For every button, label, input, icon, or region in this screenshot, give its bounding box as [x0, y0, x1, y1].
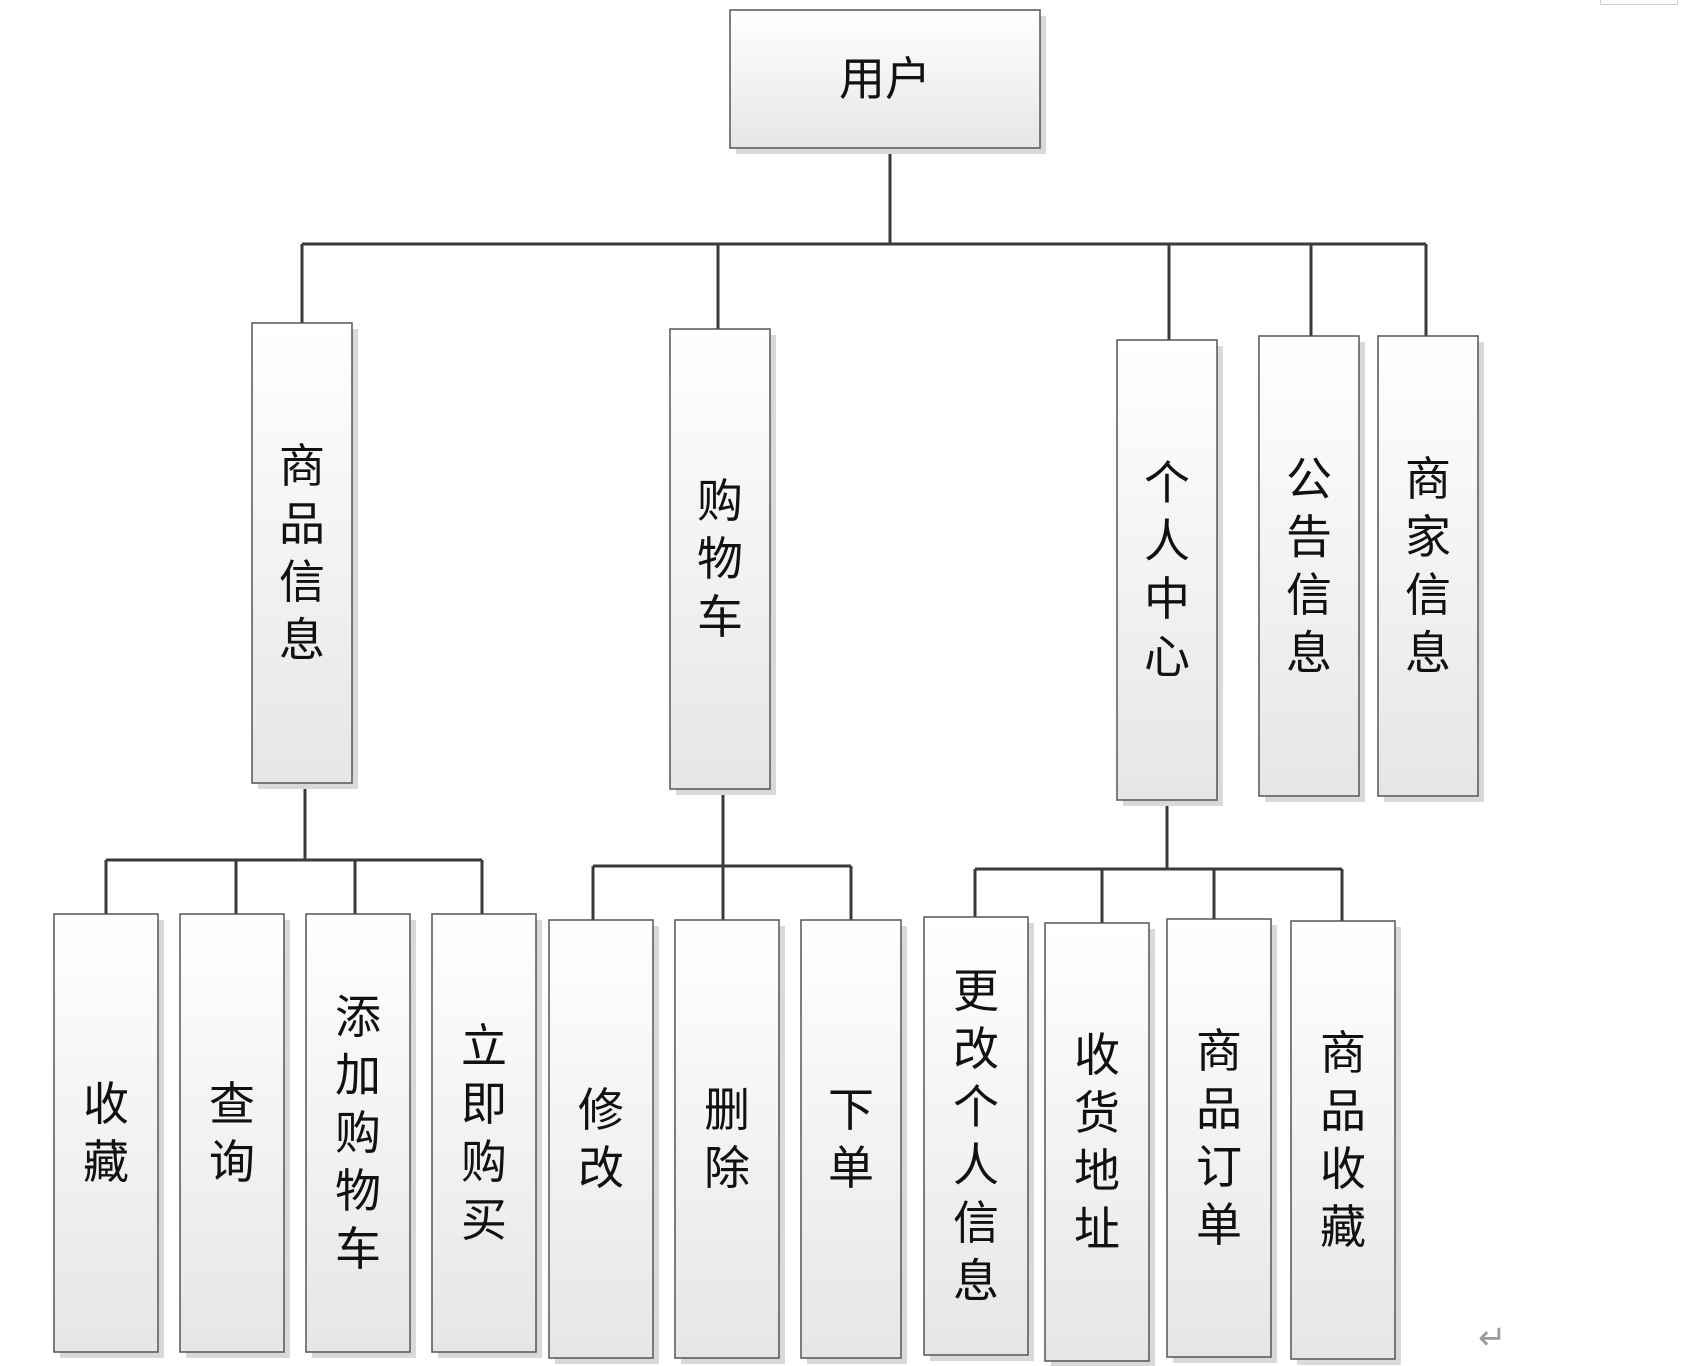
- node-box: [1290, 920, 1396, 1360]
- node-product-orders: 商品订单: [1166, 918, 1277, 1363]
- node-label: 公告信息: [1286, 452, 1332, 680]
- paragraph-return-mark: ↵: [1478, 1318, 1507, 1358]
- node-delete: 删除: [674, 919, 785, 1364]
- node-label: 用户: [839, 52, 931, 106]
- node-label: 删除: [704, 1083, 750, 1195]
- node-box: [53, 913, 159, 1353]
- node-label: 商品信息: [279, 439, 325, 667]
- node-place-order: 下单: [800, 919, 907, 1364]
- node-box: [923, 916, 1029, 1356]
- node-label: 购物车: [697, 474, 743, 644]
- node-label: 立即购买: [461, 1019, 507, 1247]
- node-box: [1044, 922, 1150, 1362]
- connector-lines: [104, 148, 1428, 923]
- node-label: 收藏: [83, 1077, 129, 1189]
- node-box: [729, 9, 1041, 149]
- node-add-to-cart: 添加购物车: [305, 913, 416, 1358]
- node-product-favorites: 商品收藏: [1290, 920, 1401, 1365]
- node-query: 查询: [179, 913, 290, 1358]
- node-label: 添加购物车: [335, 990, 381, 1276]
- node-box: [1166, 918, 1272, 1358]
- node-box: [800, 919, 902, 1359]
- node-box: [1116, 339, 1218, 801]
- node-box: [548, 919, 654, 1359]
- node-user: 用户: [729, 9, 1046, 154]
- node-edit-profile: 更改个人信息: [923, 916, 1034, 1361]
- node-label: 个人中心: [1144, 456, 1190, 684]
- node-box: [251, 322, 353, 784]
- node-box: [1377, 335, 1479, 797]
- node-box: [1258, 335, 1360, 797]
- node-label: 更改个人信息: [953, 964, 999, 1308]
- node-label: 下单: [828, 1083, 874, 1195]
- node-modify: 修改: [548, 919, 659, 1364]
- node-box: [674, 919, 780, 1359]
- node-product-info: 商品信息: [251, 322, 358, 789]
- node-announcements: 公告信息: [1258, 335, 1365, 802]
- node-box: [669, 328, 771, 790]
- node-shipping-address: 收货地址: [1044, 922, 1155, 1366]
- node-label: 商品订单: [1196, 1024, 1242, 1252]
- node-label: 收货地址: [1074, 1028, 1120, 1256]
- node-label: 查询: [209, 1077, 255, 1189]
- node-label: 商家信息: [1405, 452, 1451, 680]
- node-merchant-info: 商家信息: [1377, 335, 1484, 802]
- node-shopping-cart: 购物车: [669, 328, 776, 795]
- node-box: [431, 913, 537, 1353]
- node-box: [305, 913, 411, 1353]
- page-corner-mark: [1600, 0, 1678, 5]
- node-personal-center: 个人中心: [1116, 339, 1223, 806]
- node-favorite: 收藏: [53, 913, 164, 1358]
- node-label: 商品收藏: [1320, 1026, 1366, 1254]
- node-box: [179, 913, 285, 1353]
- node-buy-now: 立即购买: [431, 913, 542, 1358]
- node-label: 修改: [578, 1083, 624, 1195]
